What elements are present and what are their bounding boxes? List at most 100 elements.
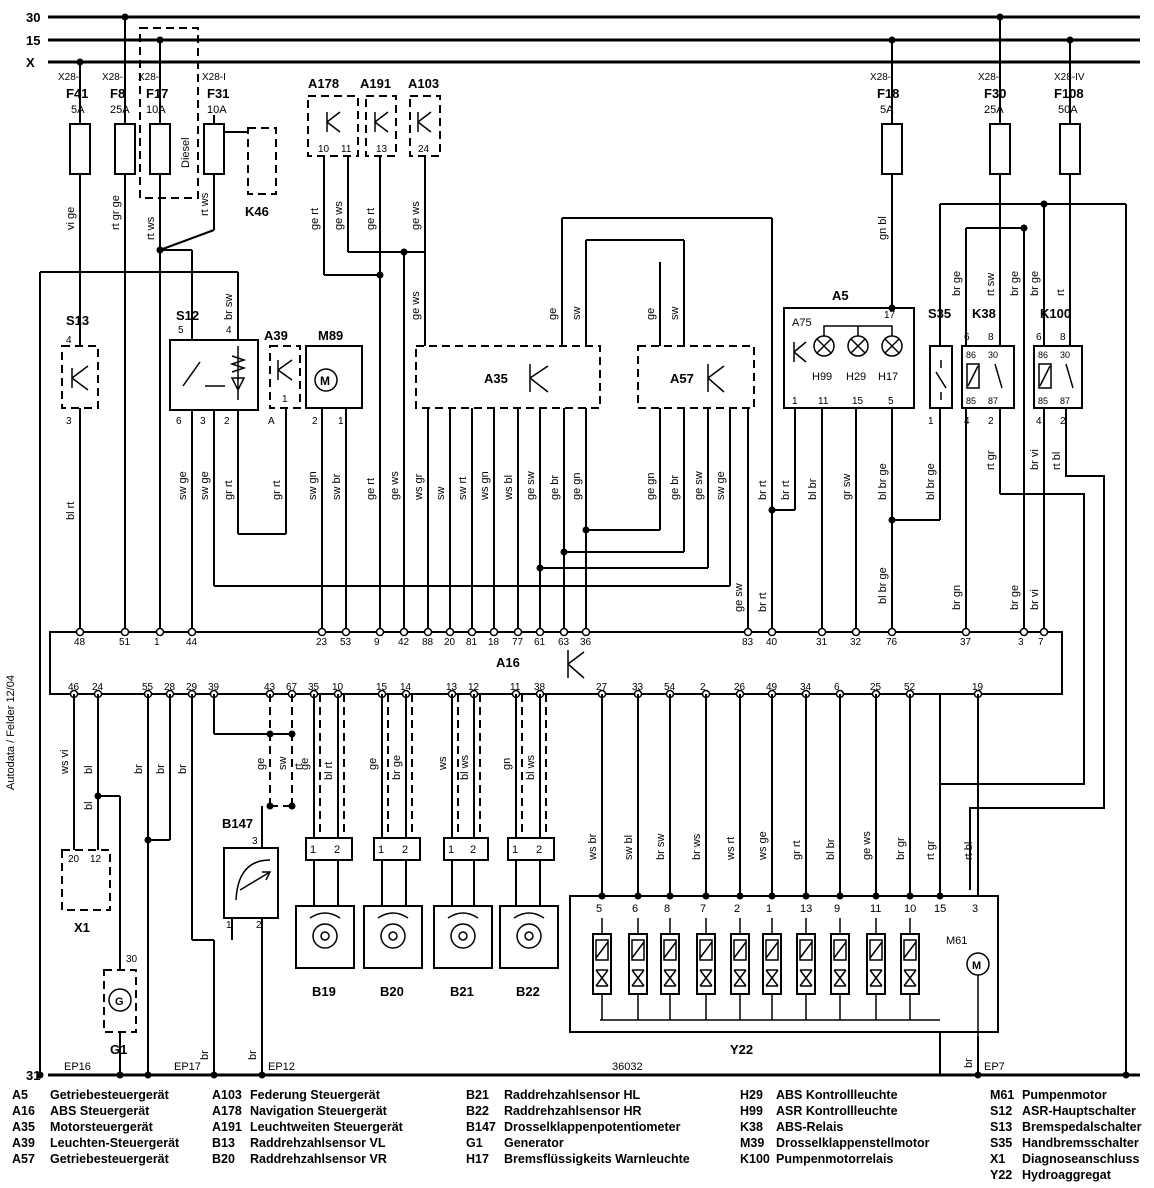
svg-text:A: A <box>268 416 275 427</box>
wire-color-label: ws br <box>587 833 599 861</box>
legend-code: A191 <box>212 1120 242 1134</box>
svg-text:86: 86 <box>1038 350 1048 360</box>
svg-text:M61: M61 <box>946 935 967 947</box>
generator-G1: 30 G G1 <box>103 954 138 1057</box>
ecu-A35: A35 <box>415 345 601 409</box>
wire-color-label: gr rt <box>791 840 803 860</box>
a16-pin-label: 48 <box>74 637 86 648</box>
wire-color-label: ws rt <box>725 837 737 861</box>
a16-pin-label: 33 <box>632 682 644 693</box>
ecu-A16: A16 <box>49 631 1063 695</box>
fuse-F41-label: F41 <box>66 86 88 101</box>
svg-text:2: 2 <box>988 416 994 427</box>
legend-description: Leuchten-Steuergerät <box>50 1136 180 1150</box>
svg-text:13: 13 <box>376 144 388 155</box>
fuse-group-left: X28-I F41 5A X28-I F8 25A X28-I F17 10A … <box>58 13 277 632</box>
svg-text:sw br: sw br <box>331 473 343 500</box>
svg-text:gn bl: gn bl <box>877 216 889 240</box>
svg-text:br: br <box>247 1050 259 1060</box>
svg-text:K100: K100 <box>1040 306 1071 321</box>
svg-text:G1: G1 <box>110 1042 127 1057</box>
svg-text:M: M <box>972 960 981 972</box>
sensor-label: B21 <box>450 984 474 999</box>
svg-text:br vi: br vi <box>1029 449 1041 470</box>
svg-text:A191: A191 <box>360 76 391 91</box>
svg-text:3: 3 <box>252 836 258 847</box>
relay-K46 <box>247 127 277 195</box>
svg-text:1: 1 <box>378 844 384 856</box>
a16-pin-label: 40 <box>766 637 778 648</box>
svg-text:H17: H17 <box>878 371 898 383</box>
solenoid-valve <box>866 918 886 1020</box>
K46-label: K46 <box>245 204 269 219</box>
a16-pin-label: 19 <box>972 682 984 693</box>
y22-pin-label: 6 <box>632 903 638 915</box>
solenoid-valve <box>762 918 782 1020</box>
legend-code: A5 <box>12 1088 28 1102</box>
legend-code: S35 <box>990 1136 1012 1150</box>
svg-text:ge rt: ge rt <box>365 208 377 230</box>
legend-description: Federung Steuergerät <box>250 1088 381 1102</box>
svg-text:1: 1 <box>792 396 798 407</box>
a16-pin-label: 31 <box>816 637 828 648</box>
y22-pin-label: 7 <box>700 903 706 915</box>
svg-text:ws gr: ws gr <box>413 473 425 501</box>
svg-text:2: 2 <box>536 844 542 856</box>
a16-pin-label: 6 <box>834 682 840 693</box>
legend-code: A16 <box>12 1104 35 1118</box>
svg-text:sw: sw <box>277 757 289 771</box>
svg-text:ge gn: ge gn <box>645 472 657 500</box>
fuse-F108: X28-IV F108 50A <box>1054 36 1085 346</box>
fuse-F18: X28-I F18 5A gn bl <box>870 36 903 312</box>
legend-description: Diagnoseanschluss <box>1022 1152 1139 1166</box>
legend-code: H29 <box>740 1088 763 1102</box>
a16-pin-label: 23 <box>316 637 328 648</box>
svg-text:ge sw: ge sw <box>733 583 745 612</box>
svg-text:4: 4 <box>226 325 232 336</box>
legend-description: ASR Kontrollleuchte <box>776 1104 898 1118</box>
legend-code: B13 <box>212 1136 235 1150</box>
svg-text:A16: A16 <box>496 655 520 670</box>
svg-text:rt sw: rt sw <box>985 273 997 296</box>
ground-EP16: EP16 <box>64 1061 91 1073</box>
y22-pin-label: 10 <box>904 903 916 915</box>
fuse-F31-label: F31 <box>207 86 229 101</box>
ecu-A57: A57 <box>637 345 755 409</box>
legend-description: Pumpenmotor <box>1022 1088 1107 1102</box>
svg-text:6: 6 <box>964 332 970 343</box>
a16-pin-label: 83 <box>742 637 754 648</box>
potentiometer-B147: B147 3 1 2 <box>222 816 279 931</box>
y22-pin-label: 13 <box>800 903 812 915</box>
svg-text:1: 1 <box>226 920 232 931</box>
fuse-F31 <box>203 123 225 175</box>
svg-text:20: 20 <box>68 854 80 865</box>
fuse-F8-label: F8 <box>110 86 125 101</box>
svg-text:24: 24 <box>418 144 430 155</box>
solenoid-valve <box>796 918 816 1020</box>
a16-pin-label: 28 <box>164 682 176 693</box>
legend-code: A39 <box>12 1136 35 1150</box>
rail-15-label: 15 <box>26 33 40 48</box>
legend-description: Pumpenmotorrelais <box>776 1152 893 1166</box>
svg-text:ge ws: ge ws <box>410 201 422 230</box>
legend-code: K38 <box>740 1120 763 1134</box>
ground-EP12: EP12 <box>268 1061 295 1073</box>
a16-pin-label: 81 <box>466 637 478 648</box>
svg-text:rt: rt <box>1055 289 1067 296</box>
svg-text:25A: 25A <box>110 104 130 116</box>
a16-pin-label: 34 <box>800 682 812 693</box>
svg-text:8: 8 <box>988 332 994 343</box>
a16-pin-label: 29 <box>186 682 198 693</box>
svg-text:ge br: ge br <box>669 475 681 500</box>
svg-text:S13: S13 <box>66 313 89 328</box>
a16-pin-label: 11 <box>510 682 521 693</box>
legend-description: Generator <box>504 1136 564 1150</box>
svg-text:1: 1 <box>310 844 316 856</box>
legend-description: Handbremsschalter <box>1022 1136 1139 1150</box>
svg-text:F108: F108 <box>1054 86 1084 101</box>
legend-code: S13 <box>990 1120 1012 1134</box>
